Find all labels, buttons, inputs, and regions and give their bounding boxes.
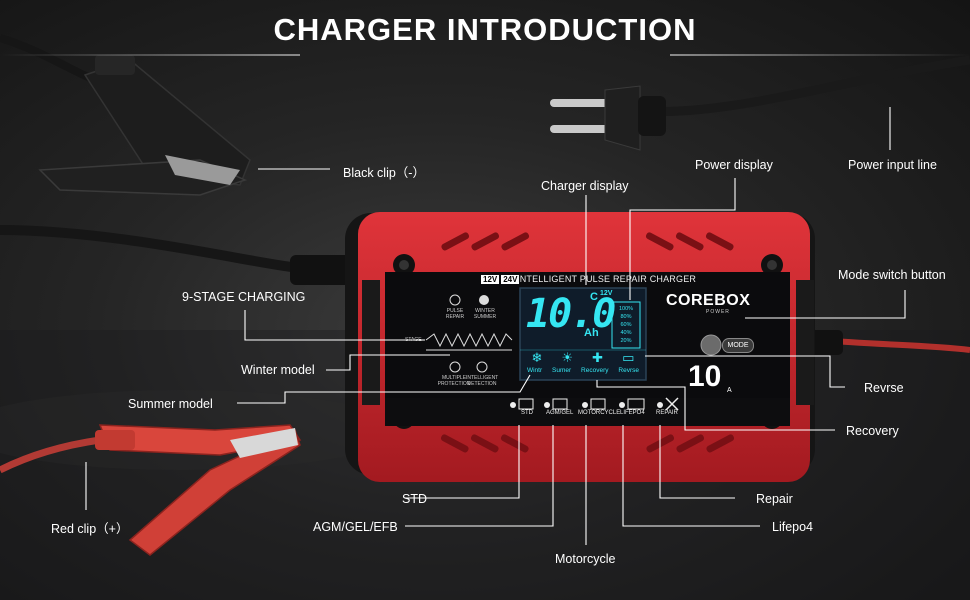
lcd-level-20: 20% (620, 338, 632, 344)
recovery-plus-icon: ✚ (592, 350, 604, 365)
cable-grommet-right (808, 330, 843, 355)
protection-icon (449, 361, 461, 373)
stage-label: STAGE (405, 337, 422, 343)
cable-grommet-left (290, 255, 360, 285)
brand-logo: COREBOX (666, 292, 751, 309)
mode-button-label: MODE (727, 342, 749, 349)
callout-winter-model: Winter model (241, 363, 315, 377)
battery-mode-std: STD (521, 410, 533, 416)
callout-lifepo4: Lifepo4 (772, 520, 814, 534)
page-title: CHARGER INTRODUCTION (273, 12, 697, 47)
lcd-screen (519, 287, 647, 381)
sun-icon: ☀ (561, 350, 574, 365)
battery-mode-lifepo4: LIFEPO4 (620, 410, 645, 416)
callout-power-display: Power display (695, 158, 773, 172)
callout-lines (85, 107, 906, 545)
detection-icon (476, 361, 488, 373)
lcd-mode-winter: Wintr (526, 367, 543, 374)
callout-nine-stage: 9-STAGE CHARGING (182, 290, 306, 304)
lcd-mode-icons: ❄ ☀ ✚ ▭ (522, 350, 644, 366)
voltage-badge-12v: 12V (481, 275, 500, 284)
mode-leds (510, 402, 663, 408)
snowflake-icon: ❄ (531, 350, 543, 365)
amps-unit: A (727, 387, 732, 394)
mode-button[interactable]: MODE (722, 338, 754, 353)
lcd-level-80: 80% (620, 314, 632, 320)
battery-mode-agm: AGM/GEL (546, 410, 574, 416)
pulse-repair-label: PULSE REPAIR (445, 308, 465, 320)
battery-mode-icons (518, 398, 645, 410)
callout-recovery: Recovery (846, 424, 899, 438)
lcd-mode-summer: Sumer (552, 367, 572, 374)
multiple-protection-label: MULTIPLE PROTECTION (437, 375, 471, 387)
lcd-percent-levels: 100% 80% 60% 40% 20% (614, 305, 638, 345)
reverse-battery-icon: ▭ (622, 350, 635, 365)
repair-icon (665, 397, 679, 411)
callout-black-clip: Black clip（-） (343, 166, 425, 180)
lcd-reading: 10.0 (526, 291, 616, 337)
battery-mode-repair: REPAIR (656, 410, 678, 416)
panel-title: INTELLIGENT PULSE REPAIR CHARGER (517, 274, 697, 284)
callout-revrse: Revrse (864, 381, 904, 395)
title-rule-left (0, 54, 300, 56)
lcd-reading-unit: Ah (584, 327, 599, 339)
amps-value: 10 (688, 360, 722, 393)
intelligent-detection-label: INTELLIGENT DETECTION (466, 375, 499, 387)
callout-motorcycle: Motorcycle (555, 552, 616, 566)
lcd-level-60: 60% (620, 322, 632, 328)
lcd-level-40: 40% (620, 330, 632, 336)
power-plug-icon (550, 85, 666, 151)
power-cable (629, 55, 970, 117)
red-clip (95, 424, 302, 556)
lcd-level-100: 100% (618, 306, 634, 312)
battery-mode-motorcycle: MOTORCYCLE (578, 410, 621, 416)
callout-repair: Repair (756, 492, 793, 506)
brand-sub: POWER (706, 309, 730, 315)
lcd-mode-recovery: Recovery (581, 367, 609, 374)
lcd-mode-reverse: Revrse (618, 367, 639, 374)
black-clip-cable (0, 225, 301, 273)
callout-charger-display: Charger display (541, 179, 629, 193)
callout-power-input-line: Power input line (848, 158, 937, 172)
title-rule-right (670, 54, 970, 56)
callout-std: STD (402, 492, 427, 506)
callout-agm: AGM/GEL/EFB (313, 520, 398, 534)
black-clip (38, 55, 251, 196)
voltage-badge-24v: 24V (501, 275, 520, 284)
lcd-top-voltage: 12V (600, 290, 613, 297)
voltage-badges: 12V 24V (481, 275, 520, 284)
winter-summer-icon (479, 295, 489, 305)
mode-button-knob (700, 334, 722, 356)
stage-graph-icon (425, 332, 513, 351)
lcd-mode-labels: Wintr Sumer Recovery Revrse (522, 367, 644, 374)
callout-summer-model: Summer model (128, 397, 213, 411)
pulse-repair-icon (449, 294, 461, 306)
callout-mode-switch-button: Mode switch button (838, 268, 946, 282)
lcd-corner-c: C (590, 291, 598, 303)
winter-summer-label: WINTER SUMMER (473, 308, 497, 320)
callout-red-clip: Red clip（+） (51, 522, 129, 536)
